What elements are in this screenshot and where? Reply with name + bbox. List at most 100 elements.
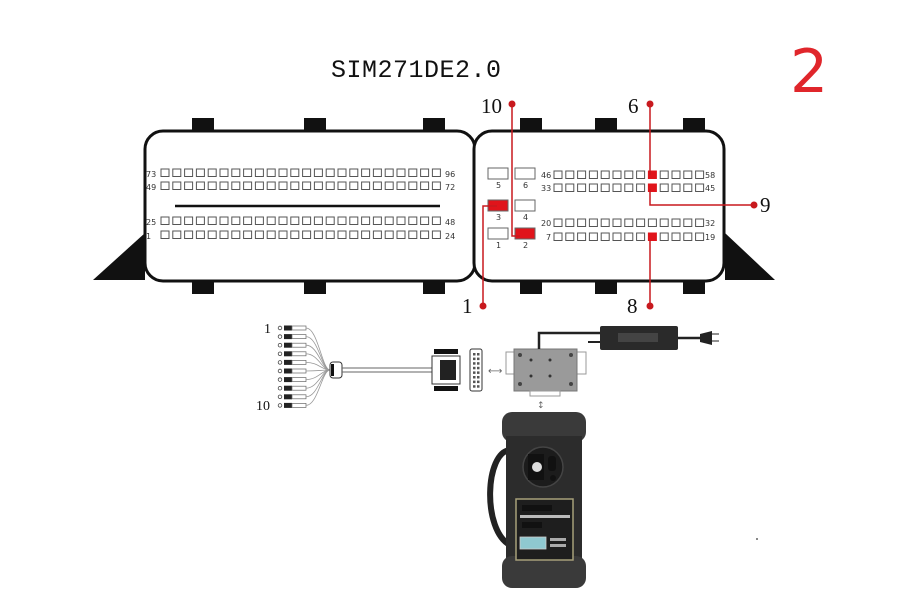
callouts: 10 6 9 1 8 [462,94,771,318]
db-pin [477,376,480,379]
pin [231,181,241,190]
pin [695,170,705,179]
callout-label-9: 9 [760,193,771,217]
pin [577,218,587,227]
pin [349,230,359,239]
db-connector-icon: ⟷ [431,348,502,392]
adapter-box-icon: ↕ [505,331,600,411]
callout-line-1 [482,205,497,306]
pin [420,230,430,239]
pin [624,170,634,179]
device-header [520,515,570,518]
lead-clip [284,342,292,348]
right-connector-body [472,129,726,283]
lead-sleeve [291,360,307,365]
lead-sleeve [291,334,307,339]
pin [553,183,563,192]
pin [565,170,575,179]
pin [384,168,394,177]
callout-line-9 [649,189,754,206]
pin [612,170,622,179]
pin [624,183,634,192]
pin-row-start-label: 20 [541,219,551,228]
pin [588,218,598,227]
power-pin-label: 6 [523,181,528,190]
pin [313,168,323,177]
db-socket [469,348,483,392]
pin [565,232,575,241]
programmer-device-icon [487,412,586,588]
db-pin [477,353,480,356]
pin [565,218,575,227]
pin [243,168,253,177]
pin [184,230,194,239]
plug-icon [700,331,712,345]
left-connector-wing [93,233,145,280]
pin [361,216,371,225]
pin [302,181,312,190]
lead-sleeve [291,368,307,374]
lead-clip [284,359,292,365]
db-pin [473,380,476,384]
lead-clip [284,394,292,400]
pin-row-start-label: 46 [541,171,551,180]
pin-row-start-label: 25 [146,218,156,227]
lead-clip [284,402,292,408]
pin [325,216,335,225]
highlighted-pin [647,170,657,179]
pin [553,218,563,227]
pin [408,216,418,225]
lead-clip [284,377,292,383]
db-pin [473,357,476,361]
pin [624,218,634,227]
splitter-band [331,364,334,376]
pin [577,183,587,192]
pin [184,216,194,225]
pin [349,181,359,190]
lead-sleeve [291,394,307,400]
pin [420,181,430,190]
pin [266,181,276,190]
pin [254,216,264,225]
pin [207,230,217,239]
db-pin [477,362,480,365]
lead-clip [284,385,292,391]
lead-wire [305,336,331,371]
pin [195,168,205,177]
pin-row-start-label: 73 [146,170,156,179]
pin [302,216,312,225]
pin [600,183,610,192]
pin-row-end-label: 45 [705,184,715,193]
device-port [550,475,556,481]
pin-row-end-label: 72 [445,183,455,192]
adapter-bottom [529,390,561,397]
pin-row-start-label: 33 [541,184,551,193]
pin [172,168,182,177]
pin [636,218,646,227]
pin [671,183,681,192]
pin-row-end-label: 96 [445,170,455,179]
db-pin [473,385,476,388]
power-brick-label [618,333,658,342]
adapter-body [513,348,578,392]
lead-ring [277,343,283,348]
callout-line-10 [511,104,520,237]
pin [671,170,681,179]
pin [207,181,217,190]
pin [396,168,406,177]
pin [624,232,634,241]
power-pin-label: 3 [496,213,501,222]
pin [396,230,406,239]
power-pin-label: 4 [523,213,528,222]
pin [695,183,705,192]
lead-clip [284,334,292,340]
db-pin [477,385,480,388]
pin [372,181,382,190]
callout-label-8: 8 [627,294,638,318]
pin [302,230,312,239]
lead-sleeve [291,377,307,382]
right-connector-wing [725,233,775,280]
pin [349,216,359,225]
pin [219,181,229,190]
pin [408,168,418,177]
